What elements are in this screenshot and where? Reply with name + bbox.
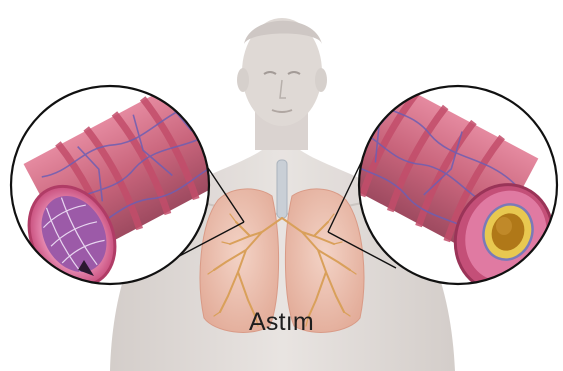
condition-label: Astım bbox=[0, 308, 563, 337]
